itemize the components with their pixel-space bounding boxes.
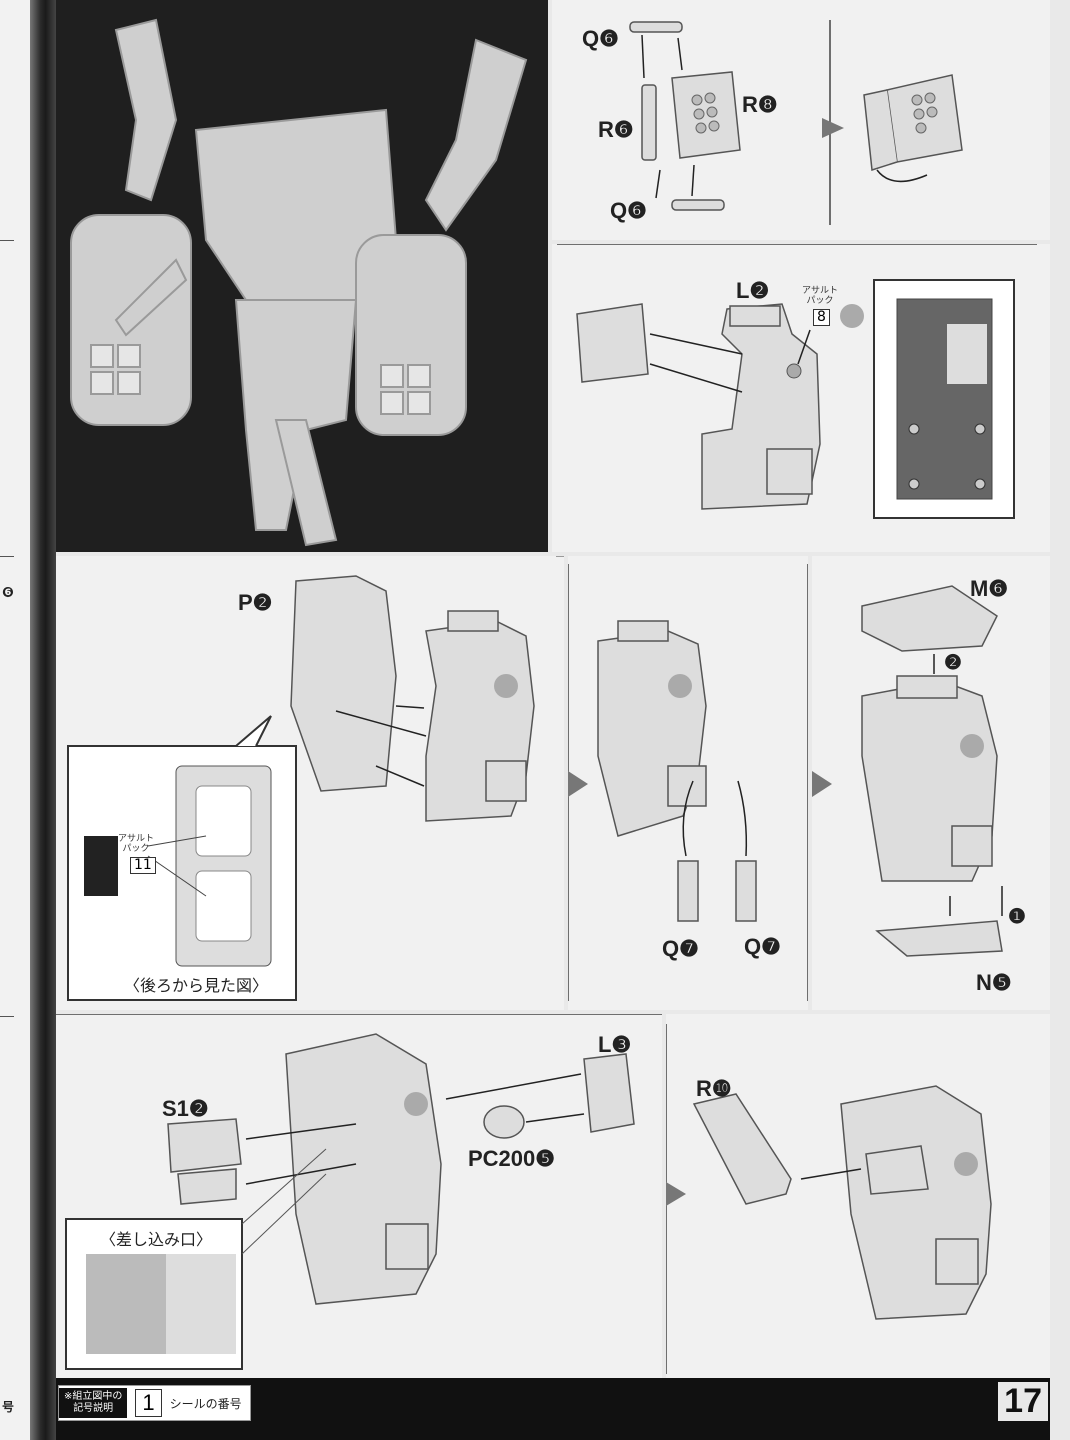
order-step-1: ❶	[1008, 906, 1026, 928]
step-2-diagram	[557, 244, 1037, 519]
inset-sticker-number: 11	[130, 857, 156, 874]
divider	[0, 1016, 14, 1017]
sticker-number: 8	[813, 309, 830, 326]
model-photo	[56, 0, 548, 552]
legend-description: シールの番号	[169, 1396, 242, 1411]
part-label-r8: R❽	[742, 92, 778, 117]
inset-sticker-note: アサルト パック	[118, 834, 155, 854]
step-5-diagram	[812, 585, 1003, 957]
part-label-q7-left: Q❼	[662, 936, 699, 961]
part-label-r10: R❿	[696, 1076, 732, 1101]
divider	[0, 240, 14, 241]
legend-sticker-number: 1	[135, 1389, 162, 1417]
part-label-q7-right: Q❼	[744, 934, 781, 959]
inset-caption: 〈後ろから見た図〉	[124, 976, 269, 995]
step-6-diagram	[56, 1014, 662, 1370]
sticker-number-box: 8	[813, 306, 830, 326]
divider	[0, 556, 14, 557]
page-number: 17	[998, 1382, 1048, 1421]
part-label-p2: P❷	[238, 590, 273, 615]
part-label-s12: S1❷	[162, 1096, 209, 1121]
part-label-m6: M❻	[970, 576, 1009, 601]
symbol-legend: ※組立図中の 記号説明 1 シールの番号	[58, 1385, 251, 1421]
part-label-q6-top: Q❻	[582, 26, 619, 51]
legend-title: ※組立図中の 記号説明	[59, 1388, 128, 1418]
inset-sticker-number-box: 11	[130, 854, 156, 874]
step-2-panel: L❷ アサルト パック 8	[552, 244, 1050, 552]
step-4-diagram	[568, 564, 808, 1001]
step-7-diagram	[666, 1024, 992, 1374]
robot-silhouette	[70, 18, 528, 547]
part-label-q6-bottom: Q❻	[610, 198, 647, 223]
step-7-panel: R❿	[666, 1014, 1050, 1378]
step-1-diagram	[629, 20, 963, 225]
order-step-2: ❷	[944, 652, 962, 674]
part-label-pc200: PC200❺	[468, 1146, 555, 1171]
part-label-n5: N❺	[976, 970, 1012, 995]
step-3-diagram	[67, 556, 564, 1001]
fragment-number: ❻	[2, 585, 14, 601]
step-5-panel: M❻ ❷ ❶ N❺	[812, 556, 1050, 1010]
step-6-panel: S1❷ L❸ PC200❺ 〈差し込み口〉	[56, 1014, 662, 1378]
part-label-l3: L❸	[598, 1032, 632, 1057]
sticker-note: アサルト パック	[802, 286, 839, 306]
step-1-panel: Q❻ R❻ R❽ Q❻	[552, 0, 1050, 240]
inset-caption: 〈差し込み口〉	[100, 1230, 213, 1249]
step-4-panel: Q❼ Q❼	[568, 556, 808, 1010]
part-label-l2: L❷	[736, 278, 770, 303]
step-3-panel: P❷ アサルト パック 11 〈後ろから見た図〉	[56, 556, 564, 1010]
fragment-text: 号	[2, 1400, 15, 1414]
part-label-r6: R❻	[598, 117, 634, 142]
binding-spine	[30, 0, 56, 1440]
